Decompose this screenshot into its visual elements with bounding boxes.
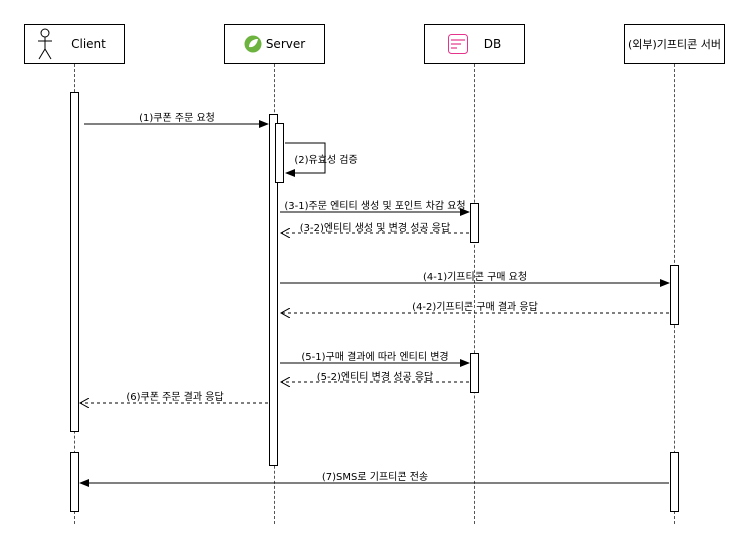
aws-rds-logo xyxy=(447,34,468,54)
spring-leaf-icon xyxy=(244,35,262,53)
participant-db-label: DB xyxy=(483,37,502,51)
activation-db-2 xyxy=(470,353,479,393)
participant-server-label: Server xyxy=(265,37,306,51)
participant-external-label: (외부)기프티콘 서버 xyxy=(627,38,722,51)
msg-5-1: (5-1)구매 결과에 따라 엔티티 변경 xyxy=(301,352,449,363)
actor-icon xyxy=(38,28,52,60)
msg-4-2: (4-2)기프티콘 구매 결과 응답 xyxy=(412,302,538,313)
arrow-m2 xyxy=(285,142,326,177)
activation-external-1 xyxy=(670,265,679,325)
msg-5-2: (5-2)엔티티 변경 성공 응답 xyxy=(316,372,434,383)
msg-2: (2)유효성 검증 xyxy=(294,155,358,166)
activation-db-1 xyxy=(470,203,479,243)
activation-client-2 xyxy=(70,452,79,512)
participant-external: (외부)기프티콘 서버 xyxy=(624,24,725,64)
msg-3-1: (3-1)주문 엔티티 생성 및 포인트 차감 요청 xyxy=(284,201,466,212)
activation-client-1 xyxy=(70,92,79,432)
participant-server: Server xyxy=(224,24,325,64)
participant-client-label: Client xyxy=(71,37,106,51)
participant-client: Client xyxy=(24,24,125,64)
activation-server-1 xyxy=(269,114,278,466)
participant-db: DB xyxy=(424,24,525,64)
lifeline-db xyxy=(474,64,475,524)
activation-external-2 xyxy=(670,452,679,512)
msg-1: (1)쿠폰 주문 요청 xyxy=(139,113,215,124)
msg-4-1: (4-1)기프티콘 구매 요청 xyxy=(422,272,528,283)
activation-server-2 xyxy=(275,123,284,183)
msg-7: (7)SMS로 기프티콘 전송 xyxy=(321,472,429,483)
msg-6: (6)쿠폰 주문 결과 응답 xyxy=(126,392,224,403)
msg-3-2: (3-2)엔티티 생성 및 변경 성공 응답 xyxy=(299,223,451,234)
